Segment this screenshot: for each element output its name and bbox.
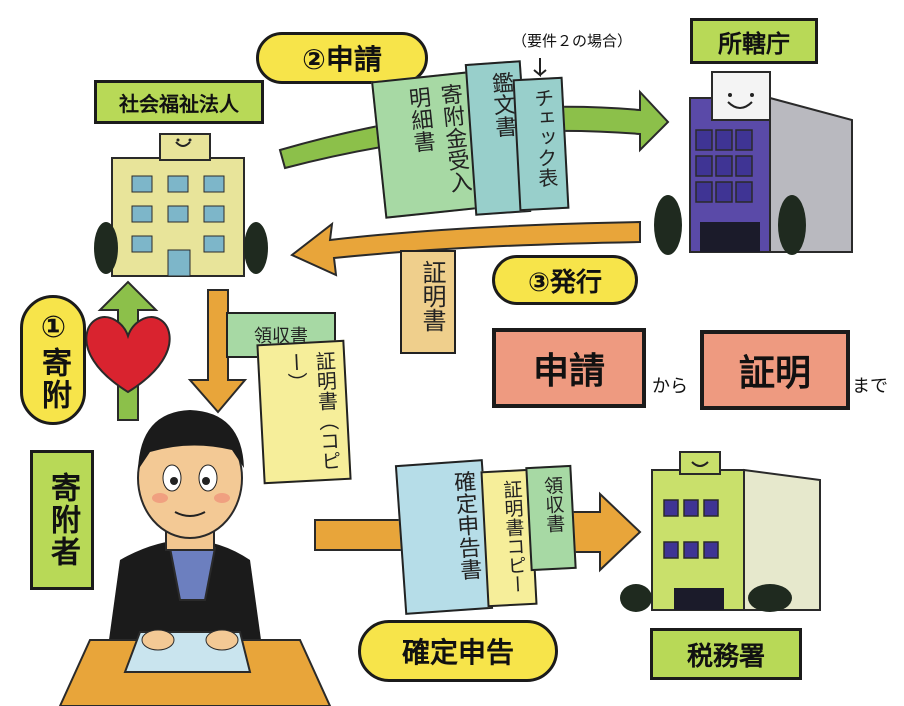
receipt-arrow: [187, 289, 248, 414]
headline-from-card: 申請: [492, 328, 646, 408]
certificate-doc: 証明書: [400, 250, 456, 354]
tax-return-doc: 確定申告書: [394, 459, 494, 615]
tax-office-building: [620, 451, 821, 612]
heart-icon: [85, 316, 171, 394]
headline-connector-to: まで: [852, 376, 888, 397]
corporation-label: 社会福祉法人: [94, 80, 264, 124]
step-apply-pill: ②申請: [256, 32, 428, 84]
headline-connector-from: から: [652, 376, 688, 397]
note-pointer-arrow: [533, 58, 547, 78]
requirement-note: （要件２の場合）: [512, 32, 633, 50]
authority-label: 所轄庁: [690, 18, 818, 64]
donor-label: 寄附者: [30, 450, 94, 590]
filing-arrow-left: [314, 519, 409, 551]
donor-illustration: [58, 410, 332, 706]
tax-office-label: 税務署: [650, 628, 802, 680]
issue-arrow: [290, 220, 641, 277]
filing-pill: 確定申告: [358, 620, 558, 682]
corporation-building: [94, 133, 268, 277]
certificate-copy-doc: 証明書（コピー）: [256, 339, 352, 485]
authority-building: [654, 71, 853, 255]
receipt2-doc: 領収書: [525, 464, 577, 572]
checklist-doc: チェック表: [512, 76, 570, 212]
step-donation-pill: ①寄附: [20, 295, 86, 425]
step-issue-pill: ③発行: [492, 255, 638, 305]
headline-to-card: 証明: [700, 330, 850, 410]
